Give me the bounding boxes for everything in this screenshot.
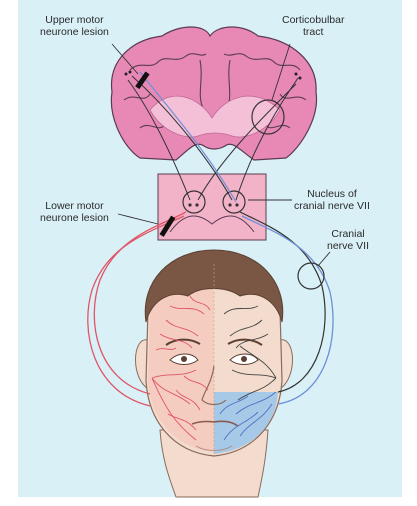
label-line: Nucleus of [294,188,370,200]
label-line: Upper motor [40,14,109,26]
face [136,250,293,497]
left-pupil [181,356,187,362]
label-line: cranial nerve VII [294,200,370,212]
label-line: Corticobulbar [282,14,344,26]
label-line: neurone lesion [40,26,109,38]
nucleus-dot [228,203,231,206]
label-lower-motor-neurone-lesion: Lower motor neurone lesion [40,200,109,224]
nucleus-dot [195,203,198,206]
brain-coronal-section [111,27,316,160]
label-upper-motor-neurone-lesion: Upper motor neurone lesion [40,14,109,38]
label-line: nerve VII [327,240,369,252]
label-corticobulbar-tract: Corticobulbar tract [282,14,344,38]
brainstem-section [158,174,266,240]
label-cranial-nerve-vii: Cranial nerve VII [327,228,369,252]
label-line: Lower motor [40,200,109,212]
label-line: tract [282,26,344,38]
cranial-nerve-vii-marker [298,263,324,289]
label-line: Cranial [327,228,369,240]
brain-outline [111,27,316,160]
nucleus-dot [188,203,191,206]
label-line: neurone lesion [40,212,109,224]
brainstem-box [158,174,266,240]
label-nucleus-cranial-nerve-vii: Nucleus of cranial nerve VII [294,188,370,212]
right-pupil [241,356,247,362]
nucleus-dot [235,203,238,206]
